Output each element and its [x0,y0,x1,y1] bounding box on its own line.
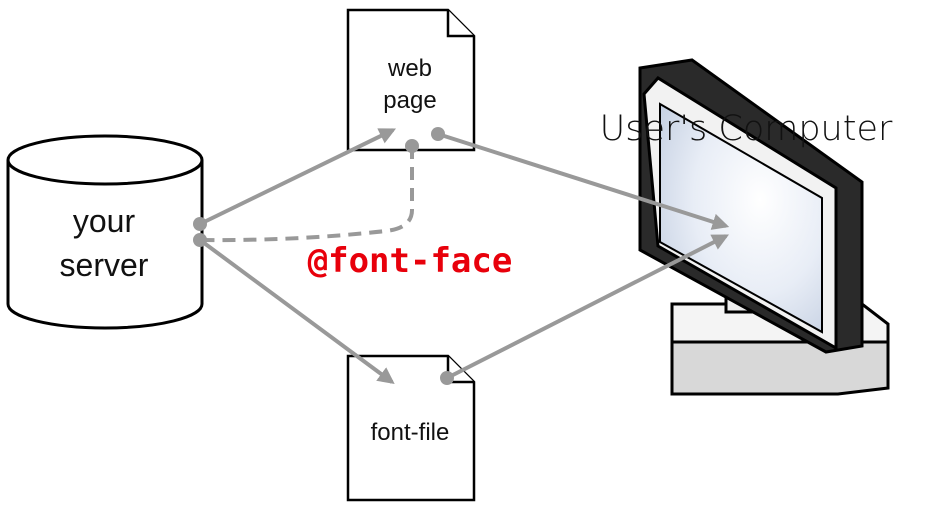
dot-webpage-bottom [405,139,419,153]
database-cylinder-icon [6,134,204,330]
connection-dots [193,127,454,385]
arrow-fontface-request [201,146,414,243]
webpage-label-line1: web [387,55,432,82]
computer-monitor-icon [638,58,890,396]
server-label-line1: your [73,203,136,239]
dot-server-top [193,217,207,231]
arrow-webpage-to-computer [437,132,730,230]
computer-label: User's Computer [600,109,893,149]
web-page-document-icon [346,8,476,152]
fontfile-label: font-file [371,419,450,446]
font-face-label: @font-face [308,241,513,281]
dot-fontfile [440,371,454,385]
flow-arrows [198,128,730,384]
arrow-server-to-webpage [199,128,397,226]
arrow-server-to-fontfile [198,238,395,384]
dot-webpage-right [431,127,445,141]
webpage-label-line2: page [383,87,436,114]
arrow-fontfile-to-computer [446,234,729,380]
server-label-line2: server [60,247,149,283]
font-file-document-icon [346,354,476,502]
dot-server-bottom [193,233,207,247]
